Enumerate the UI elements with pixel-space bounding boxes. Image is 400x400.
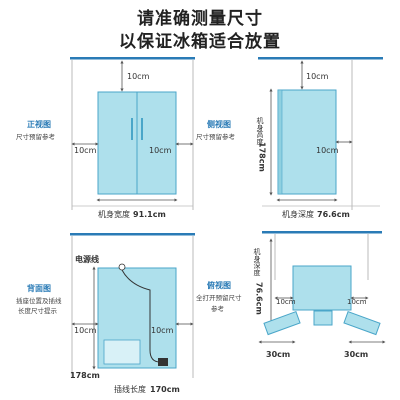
top-wall [262,231,382,234]
front-left-gap: 10cm [74,146,97,155]
back-left-gap: 10cm [74,326,97,335]
side-door-edge [277,89,283,195]
back-title: 背面图 [27,283,51,293]
back-wall-top [70,233,195,236]
top-subtitle-2: 参考 [211,304,225,313]
back-subtitle-1: 插座位置及插线 [16,296,62,305]
headline-line-2: 以保证冰箱适合放置 [119,32,281,52]
side-depth-label: 机身深度 [282,209,314,219]
top-left-door [263,311,301,336]
side-depth-value: 76.6cm [317,210,350,219]
top-left-door-value: 30cm [266,350,290,359]
side-height-value: 178cm [258,142,267,172]
front-right-gap: 10cm [149,146,172,155]
top-right-gap: 10cm [347,298,367,306]
top-subtitle-1: 全打开预留尺寸 [196,293,242,302]
top-right-door-value: 30cm [344,350,368,359]
headline-line-1: 请准确测量尺寸 [137,9,263,29]
back-view: 电源线 10cm 10cm 178cm 插线长度 170cm 背面图 插座位置及… [16,233,195,394]
top-center-drawer [313,310,333,326]
front-left-handle [131,118,133,140]
top-depth-label: 机身深度 [253,247,261,277]
side-wall-top [258,57,383,60]
side-height-label: 机身高度 [256,116,264,146]
back-power-cord [121,269,161,363]
front-right-handle [141,118,143,140]
top-title: 俯视图 [207,280,231,290]
front-view: 10cm 10cm 10cm 机身宽度 91.1cm 正视图 尺寸预留参考 [16,57,195,219]
top-right-door [343,311,381,336]
front-wall-top [70,57,195,60]
back-power-cord-label: 电源线 [75,254,99,264]
back-cord-origin [118,263,126,271]
back-height-value: 178cm [70,371,100,380]
side-fridge-body [277,89,337,195]
side-title: 侧视图 [207,119,231,129]
back-cord-length-value: 170cm [150,385,180,394]
top-view: 机身深度 76.6cm 10cm 10cm 30cm 30cm 俯视图 全打开预… [196,231,386,359]
back-cord-length-label: 插线长度 [114,384,146,394]
side-view: 10cm 10cm 机身高度 178cm 机身深度 76.6cm 侧视图 尺寸预… [196,57,383,219]
front-width-label: 机身宽度 [98,209,130,219]
back-plug [158,358,168,366]
top-fridge-body [292,265,352,311]
back-right-gap: 10cm [151,326,174,335]
side-top-gap: 10cm [306,72,329,81]
front-width-value: 91.1cm [133,210,166,219]
back-subtitle-2: 长度尺寸提示 [18,306,58,315]
top-depth-value: 76.6cm [255,282,264,315]
front-subtitle: 尺寸预留参考 [16,132,56,141]
side-subtitle: 尺寸预留参考 [196,132,236,141]
side-back-gap: 10cm [316,146,339,155]
back-compressor-panel [103,339,141,365]
front-title: 正视图 [27,119,51,129]
top-left-gap: 10cm [276,298,296,306]
front-top-gap: 10cm [127,72,150,81]
